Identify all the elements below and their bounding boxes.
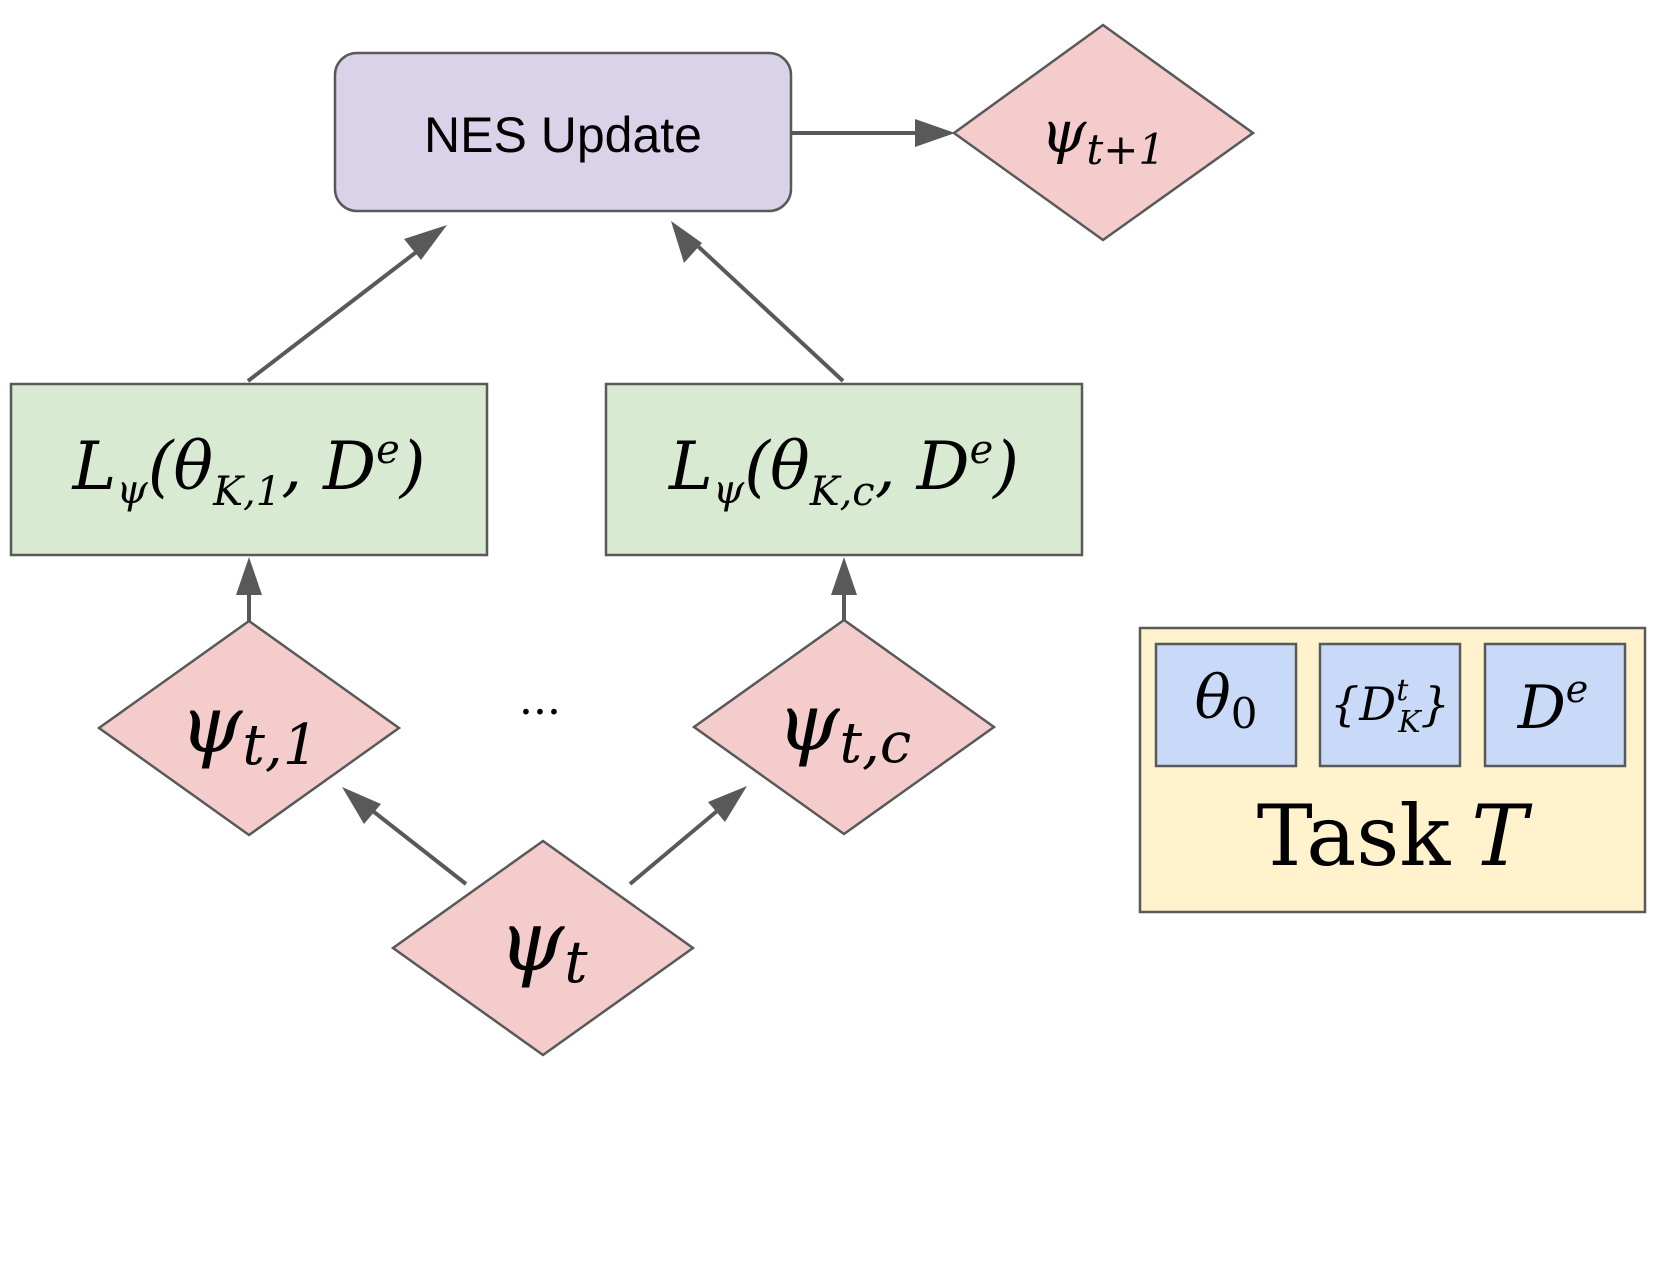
psi-t-diamond (390, 839, 696, 1057)
psi-c-diamond (691, 618, 997, 836)
psi-t-sub: t (564, 928, 588, 996)
loss-c-prefix: L (668, 428, 713, 505)
psi-c-base: ψ (777, 676, 841, 769)
psi-c-label: ψt,c (777, 676, 911, 776)
psi-c-node: ψt,c (691, 618, 997, 836)
loss-1-prefix-sub: ψ (116, 467, 148, 513)
loss-1-open: (θ (148, 428, 213, 505)
theta0-cell (1154, 642, 1298, 768)
arrowhead-psic-to-lossc (831, 557, 857, 595)
nes-update-box (333, 51, 793, 213)
loss-c-comma: , D (875, 428, 970, 505)
de-base: D (1517, 673, 1566, 743)
loss-1-node: Lψ(θK,1, De) (9, 382, 489, 557)
arrowhead-lossc-to-nes (671, 221, 702, 263)
loss-c-sup: e (970, 427, 994, 473)
dataset-cell (1318, 642, 1462, 768)
loss-c-theta-sub: K,c (809, 469, 875, 515)
theta0-label: θ0 (1195, 663, 1258, 738)
dataset-sup: t (1396, 673, 1409, 708)
psi-1-node: ψt,1 (96, 619, 402, 837)
psi-t-label: ψt (498, 892, 588, 996)
psi-next-label: ψt+1 (1041, 98, 1165, 174)
de-cell (1483, 642, 1627, 768)
arrowhead-nes-to-psi-next (915, 119, 955, 147)
arrowhead-psi1-to-loss1 (236, 557, 262, 595)
psi-1-label: ψt,1 (180, 678, 319, 778)
loss-1-comma: , D (281, 428, 376, 505)
arrow-loss1-to-nes (246, 238, 434, 383)
loss-c-label: Lψ(θK,c, De) (668, 427, 1019, 515)
dataset-close: } (1421, 677, 1450, 731)
de-label: De (1517, 667, 1589, 743)
psi-c-sub: t,c (840, 711, 912, 776)
arrows (236, 119, 955, 886)
nes-update-node: NES Update (333, 51, 793, 213)
arrowhead-psit-to-psi1 (342, 787, 381, 824)
loss-c-close: ) (991, 428, 1019, 505)
dataset-open: {D (1330, 677, 1396, 731)
loss-1-theta-sub: K,1 (212, 469, 281, 515)
loss-c-open: (θ (744, 428, 809, 505)
ellipsis: ··· (519, 687, 561, 738)
task-title-space (1450, 791, 1471, 884)
psi-next-node: ψt+1 (951, 23, 1256, 242)
loss-1-sup: e (376, 427, 400, 473)
theta0-base: θ (1195, 663, 1231, 733)
psi-next-base: ψ (1041, 98, 1087, 166)
psi-next-diamond (951, 23, 1256, 242)
psi-1-sub: t,1 (242, 713, 318, 778)
loss-1-box (9, 382, 489, 557)
psi-t-base: ψ (498, 892, 565, 990)
loss-1-close: ) (398, 428, 426, 505)
task-title-word: Task (1257, 787, 1452, 885)
arrow-psit-to-psic (628, 799, 731, 886)
psi-1-diamond (96, 619, 402, 837)
arrowhead-psit-to-psic (708, 786, 747, 822)
de-sup: e (1566, 667, 1589, 711)
task-title-var: T (1471, 787, 1533, 885)
arrow-psit-to-psi1 (358, 799, 468, 886)
loss-1-label: Lψ(θK,1, De) (71, 427, 425, 515)
arrow-lossc-to-nes (686, 235, 845, 383)
arrowhead-loss1-to-nes (404, 225, 447, 260)
nes-update-label: NES Update (424, 107, 702, 163)
psi-next-sub: t+1 (1086, 125, 1165, 174)
dataset-sub: K (1397, 705, 1422, 740)
psi-t-node: ψt (390, 839, 696, 1057)
loss-1-prefix: L (71, 428, 116, 505)
loss-c-node: Lψ(θK,c, De) (604, 382, 1084, 557)
psi-1-base: ψ (180, 678, 244, 771)
theta0-sub: 0 (1231, 689, 1258, 738)
loss-c-prefix-sub: ψ (713, 467, 745, 513)
task-title: Task T (1257, 787, 1534, 885)
loss-c-box (604, 382, 1084, 557)
